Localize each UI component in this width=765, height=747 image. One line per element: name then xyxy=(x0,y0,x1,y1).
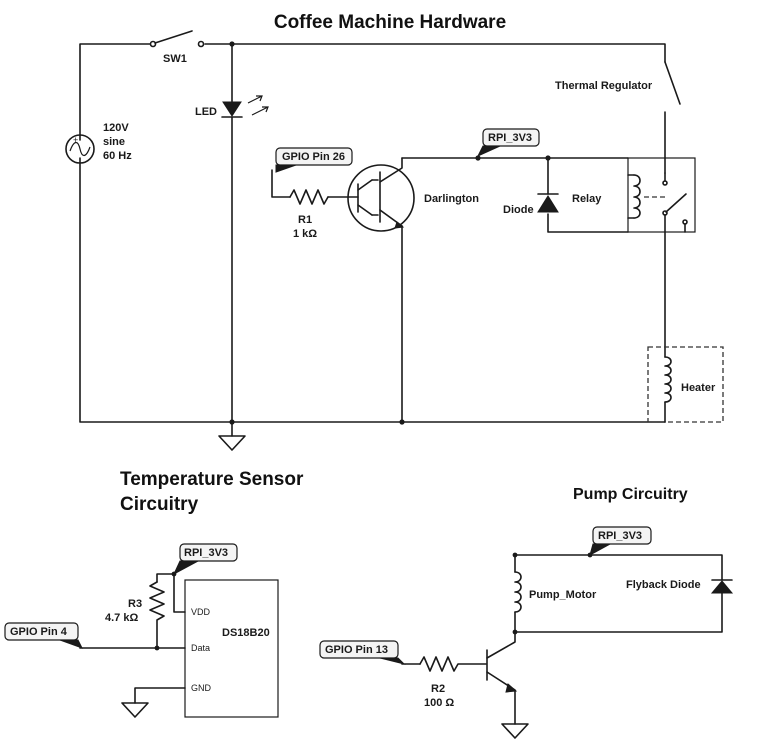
r3-value: 4.7 kΩ xyxy=(105,612,138,624)
thermal-switch-icon xyxy=(664,61,681,105)
main-title: Coffee Machine Hardware xyxy=(274,12,506,33)
relay: Relay xyxy=(572,157,696,233)
ground-icon xyxy=(121,702,149,718)
pump-title: Pump Circuitry xyxy=(573,486,688,503)
chip-name: DS18B20 xyxy=(222,627,270,639)
heater-coil-icon xyxy=(664,356,672,403)
ac-source: + 120V sine 60 Hz xyxy=(65,122,132,164)
switch-label: SW1 xyxy=(163,53,187,65)
rpi3v3-tag-temp: RPI_3V3 xyxy=(172,543,238,576)
gpio26-tag: GPIO Pin 26 xyxy=(275,147,353,173)
svg-text:+: + xyxy=(73,135,78,145)
relay-box xyxy=(627,157,696,233)
temp-title-line1: Temperature Sensor xyxy=(120,469,304,490)
r1-value: 1 kΩ xyxy=(293,228,317,240)
darlington-label: Darlington xyxy=(424,193,479,205)
heater-label: Heater xyxy=(681,382,716,394)
flyback-diode-icon xyxy=(710,580,734,594)
pin-data: Data xyxy=(191,643,210,653)
transistor-icon xyxy=(347,164,415,232)
rpi3v3-tag-pump: RPI_3V3 xyxy=(589,526,652,557)
gpio13-label: GPIO Pin 13 xyxy=(325,644,388,656)
rpi3v3-label-pump: RPI_3V3 xyxy=(598,530,642,542)
pump-motor-label: Pump_Motor xyxy=(529,589,597,601)
switch-icon xyxy=(154,30,193,44)
led-label: LED xyxy=(195,106,217,118)
gpio4-tag: GPIO Pin 4 xyxy=(4,622,84,649)
relay-coil-icon xyxy=(633,174,641,219)
npn-transistor xyxy=(486,631,518,725)
heater: Heater xyxy=(647,346,724,423)
ground-icon xyxy=(501,723,529,739)
switch-sw1: SW1 xyxy=(149,30,205,65)
pump-circuit: RPI_3V3 Pump_Motor Flyback Diode GPIO Pi… xyxy=(319,526,734,739)
led: LED xyxy=(195,95,269,118)
temp-title-line2: Circuitry xyxy=(120,494,199,515)
source-wave: sine xyxy=(103,136,125,148)
ac-source-icon xyxy=(65,134,95,164)
rpi3v3-tag-main: RPI_3V3 xyxy=(475,128,540,161)
wire-bottom xyxy=(79,157,666,423)
r2-icon xyxy=(419,656,487,672)
gpio4-label: GPIO Pin 4 xyxy=(10,626,68,638)
thermal-regulator: Thermal Regulator xyxy=(555,61,681,358)
heater-box xyxy=(647,346,724,423)
flyback-label: Flyback Diode xyxy=(626,579,701,591)
gpio13-tag: GPIO Pin 13 xyxy=(319,640,406,665)
ds18b20-chip: DS18B20 VDD Data GND xyxy=(184,579,279,718)
chip-body xyxy=(184,579,279,718)
r1-name: R1 xyxy=(298,214,312,226)
r3-name: R3 xyxy=(128,598,142,610)
diode-icon xyxy=(537,195,559,213)
main-circuit: + 120V sine 60 Hz SW1 LED xyxy=(65,30,724,451)
flyback-diode: Flyback Diode xyxy=(626,579,734,594)
rpi3v3-label-temp: RPI_3V3 xyxy=(184,547,228,559)
darlington-transistor: Darlington xyxy=(347,157,479,232)
pin-gnd: GND xyxy=(191,683,212,693)
resistor-r1: R1 1 kΩ xyxy=(289,189,329,240)
source-frequency: 60 Hz xyxy=(103,150,132,162)
source-voltage: 120V xyxy=(103,122,129,134)
pin-vdd: VDD xyxy=(191,607,211,617)
temp-sensor-circuit: RPI_3V3 R3 4.7 kΩ GPIO Pin 4 DS18B20 VDD… xyxy=(4,543,279,718)
wire-left-top xyxy=(79,43,151,141)
r2-value: 100 Ω xyxy=(424,697,454,709)
diode: Diode xyxy=(503,155,629,233)
gpio26-label: GPIO Pin 26 xyxy=(282,151,345,163)
junction xyxy=(229,41,235,47)
ground-icon xyxy=(218,435,246,451)
pump-motor-icon xyxy=(514,571,522,613)
r3-icon xyxy=(149,581,165,649)
wire-top xyxy=(204,43,666,63)
thermal-label: Thermal Regulator xyxy=(555,80,653,92)
diode-label: Diode xyxy=(503,204,534,216)
resistor-icon xyxy=(289,189,329,205)
ground-symbol xyxy=(218,421,246,451)
relay-label: Relay xyxy=(572,193,602,205)
rpi3v3-label-main: RPI_3V3 xyxy=(488,132,532,144)
led-icon xyxy=(222,101,242,117)
r2-name: R2 xyxy=(431,683,445,695)
